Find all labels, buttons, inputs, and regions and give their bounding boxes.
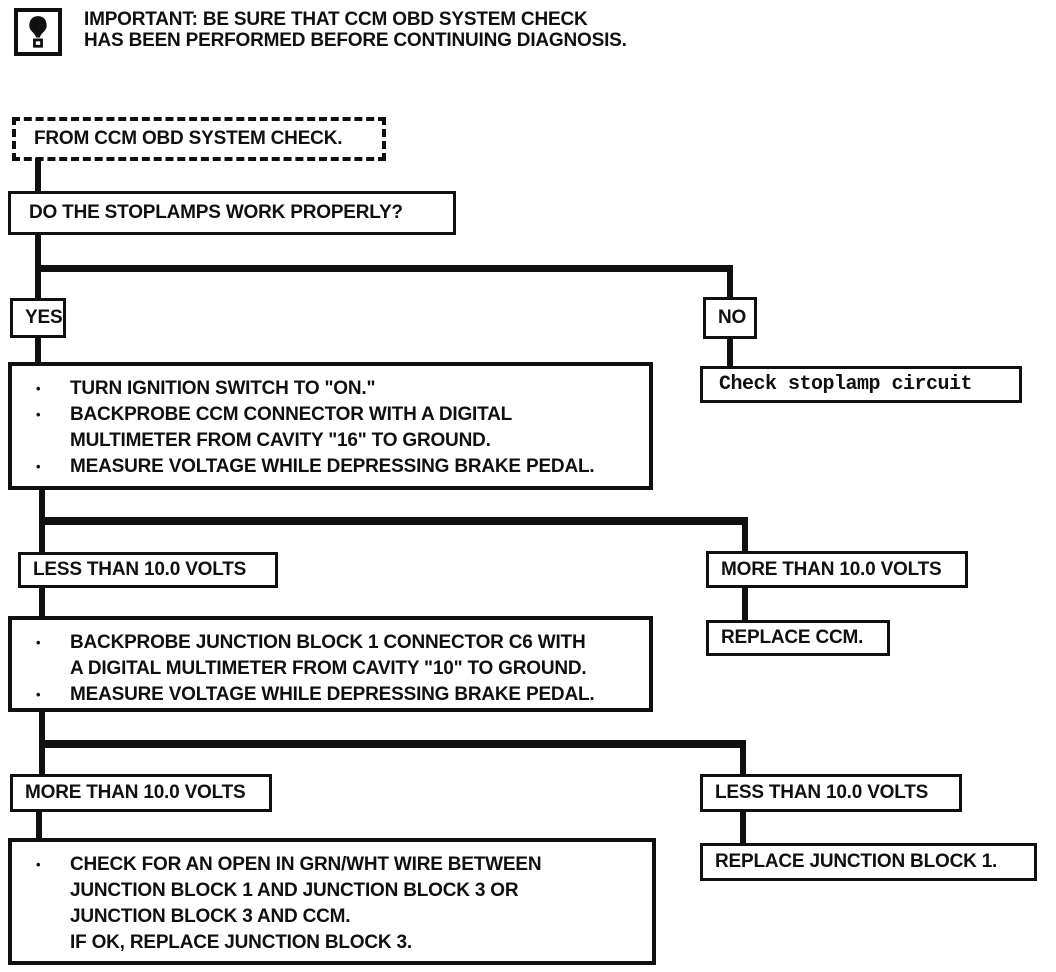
terminal-node-replace-junction-block1: REPLACE JUNCTION BLOCK 1.: [700, 843, 1037, 881]
connector-branch2-more1: [742, 517, 748, 553]
branch-line-3: [39, 740, 746, 748]
important-notice: IMPORTANT: BE SURE THAT CCM OBD SYSTEM C…: [84, 9, 627, 51]
condition-more-than-10v-1: MORE THAN 10.0 VOLTS: [706, 551, 968, 588]
bullet-icon: •: [36, 459, 41, 474]
question-node-stoplamps-work: DO THE STOPLAMPS WORK PROPERLY?: [8, 191, 456, 235]
start-node-label: FROM CCM OBD SYSTEM CHECK.: [34, 128, 343, 149]
terminal-node-check-stoplamp-circuit: Check stoplamp circuit: [700, 366, 1022, 403]
terminal-node-replace-ccm: REPLACE CCM.: [706, 620, 890, 656]
bullet-item: • BACKPROBE CCM CONNECTOR WITH A DIGITAL…: [30, 402, 639, 454]
bullet-line: MULTIMETER FROM CAVITY "16" TO GROUND.: [70, 430, 491, 451]
exclamation-glyph: [29, 16, 47, 48]
notice-line-2: HAS BEEN PERFORMED BEFORE CONTINUING DIA…: [84, 30, 627, 51]
bullet-icon: •: [36, 381, 41, 396]
bullet-line: A DIGITAL MULTIMETER FROM CAVITY "10" TO…: [70, 658, 587, 679]
bullet-line: BACKPROBE CCM CONNECTOR WITH A DIGITAL: [70, 404, 513, 425]
branch-line-1: [35, 265, 733, 272]
check-stoplamp-text: Check stoplamp circuit: [719, 373, 973, 396]
bullet-item: • CHECK FOR AN OPEN IN GRN/WHT WIRE BETW…: [30, 852, 642, 956]
connector-more1-replaceccm: [742, 586, 748, 622]
replace-jb1-text: REPLACE JUNCTION BLOCK 1.: [715, 851, 998, 872]
bullet-line: MEASURE VOLTAGE WHILE DEPRESSING BRAKE P…: [70, 456, 595, 477]
important-exclamation-icon: [14, 8, 62, 56]
replace-ccm-text: REPLACE CCM.: [721, 627, 864, 648]
condition-less-than-10v-2: LESS THAN 10.0 VOLTS: [700, 774, 962, 812]
bullet-line: TURN IGNITION SWITCH TO "ON.": [70, 378, 376, 399]
connector-no-checkstoplamp: [727, 338, 733, 367]
notice-line-1: IMPORTANT: BE SURE THAT CCM OBD SYSTEM C…: [84, 9, 588, 30]
condition-more-than-10v-2: MORE THAN 10.0 VOLTS: [10, 774, 272, 812]
bullet-line: JUNCTION BLOCK 3 AND CCM.: [70, 906, 351, 927]
bullet-line: JUNCTION BLOCK 1 AND JUNCTION BLOCK 3 OR: [70, 880, 519, 901]
bullet-line: IF OK, REPLACE JUNCTION BLOCK 3.: [70, 932, 412, 953]
bullet-line: CHECK FOR AN OPEN IN GRN/WHT WIRE BETWEE…: [70, 854, 542, 875]
action-node-measure-junction-block1: • BACKPROBE JUNCTION BLOCK 1 CONNECTOR C…: [8, 616, 653, 712]
action-node-measure-ccm-cavity16: • TURN IGNITION SWITCH TO "ON." • BACKPR…: [8, 362, 653, 490]
bullet-item: • TURN IGNITION SWITCH TO "ON.": [30, 376, 639, 402]
branch-line-2: [39, 517, 742, 525]
less1-text: LESS THAN 10.0 VOLTS: [33, 559, 247, 580]
bullet-item: • BACKPROBE JUNCTION BLOCK 1 CONNECTOR C…: [30, 630, 639, 682]
more1-text: MORE THAN 10.0 VOLTS: [721, 558, 942, 580]
no-branch-label: NO: [703, 297, 757, 339]
connector-branch1-no: [727, 265, 733, 299]
bullet-icon: •: [36, 407, 41, 422]
connector-start-question: [35, 158, 41, 194]
condition-less-than-10v-1: LESS THAN 10.0 VOLTS: [18, 552, 278, 588]
question-label: DO THE STOPLAMPS WORK PROPERLY?: [29, 202, 403, 223]
more2-text: MORE THAN 10.0 VOLTS: [25, 782, 246, 803]
bullet-line: MEASURE VOLTAGE WHILE DEPRESSING BRAKE P…: [70, 684, 595, 705]
bullet-item: • MEASURE VOLTAGE WHILE DEPRESSING BRAKE…: [30, 682, 639, 708]
connector-more2-action3: [36, 810, 42, 840]
less2-text: LESS THAN 10.0 VOLTS: [715, 782, 929, 803]
connector-yes-action1: [35, 337, 41, 364]
action-node-check-grnwht-wire: • CHECK FOR AN OPEN IN GRN/WHT WIRE BETW…: [8, 838, 656, 965]
no-label-text: NO: [718, 307, 747, 328]
yes-branch-label: YES: [10, 298, 66, 338]
start-node-from-ccm-obd-check: FROM CCM OBD SYSTEM CHECK.: [12, 117, 386, 161]
connector-branch3-less2: [740, 740, 746, 776]
bullet-line: BACKPROBE JUNCTION BLOCK 1 CONNECTOR C6 …: [70, 632, 586, 653]
bullet-icon: •: [36, 635, 41, 650]
connector-less2-replacejb1: [740, 810, 746, 845]
bullet-icon: •: [36, 687, 41, 702]
yes-label-text: YES: [25, 307, 63, 328]
bullet-item: • MEASURE VOLTAGE WHILE DEPRESSING BRAKE…: [30, 454, 639, 480]
connector-less1-action2: [39, 586, 45, 618]
bullet-icon: •: [36, 857, 41, 872]
